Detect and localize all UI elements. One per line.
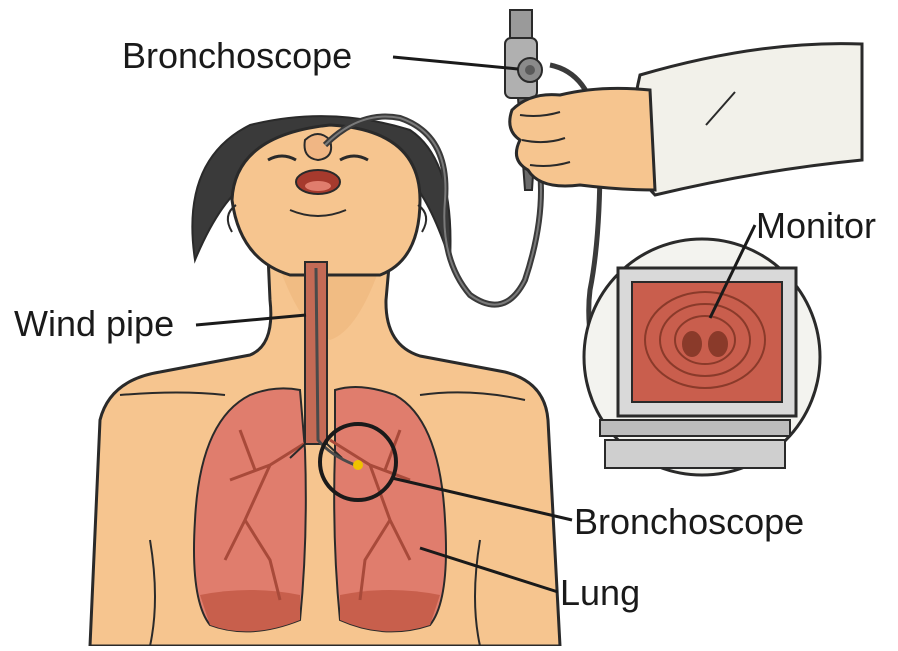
monitor-inset [584, 239, 820, 475]
leader-bronchoscope-top [393, 57, 518, 69]
monitor-screen [632, 282, 782, 402]
scope-tip-light [353, 460, 363, 470]
head [192, 116, 450, 275]
label-bronchoscope-bottom: Bronchoscope [574, 504, 804, 540]
label-wind-pipe: Wind pipe [14, 306, 174, 342]
label-bronchoscope-top: Bronchoscope [122, 38, 352, 74]
label-lung: Lung [560, 575, 640, 611]
label-monitor: Monitor [756, 208, 876, 244]
hand-and-sleeve [510, 44, 862, 195]
